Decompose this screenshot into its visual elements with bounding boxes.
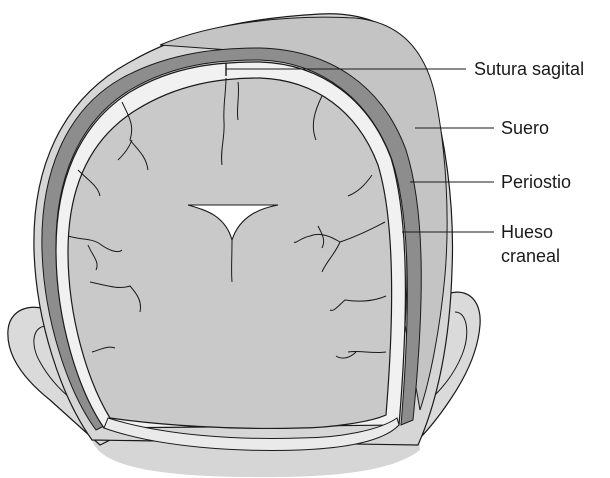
- label-suero: Suero: [501, 118, 549, 138]
- brain: [68, 78, 392, 428]
- label-hueso-line1: Hueso: [501, 222, 553, 242]
- label-sutura-sagital: Sutura sagital: [474, 59, 584, 79]
- label-periostio: Periostio: [501, 172, 571, 192]
- label-hueso-line2: craneal: [501, 246, 560, 266]
